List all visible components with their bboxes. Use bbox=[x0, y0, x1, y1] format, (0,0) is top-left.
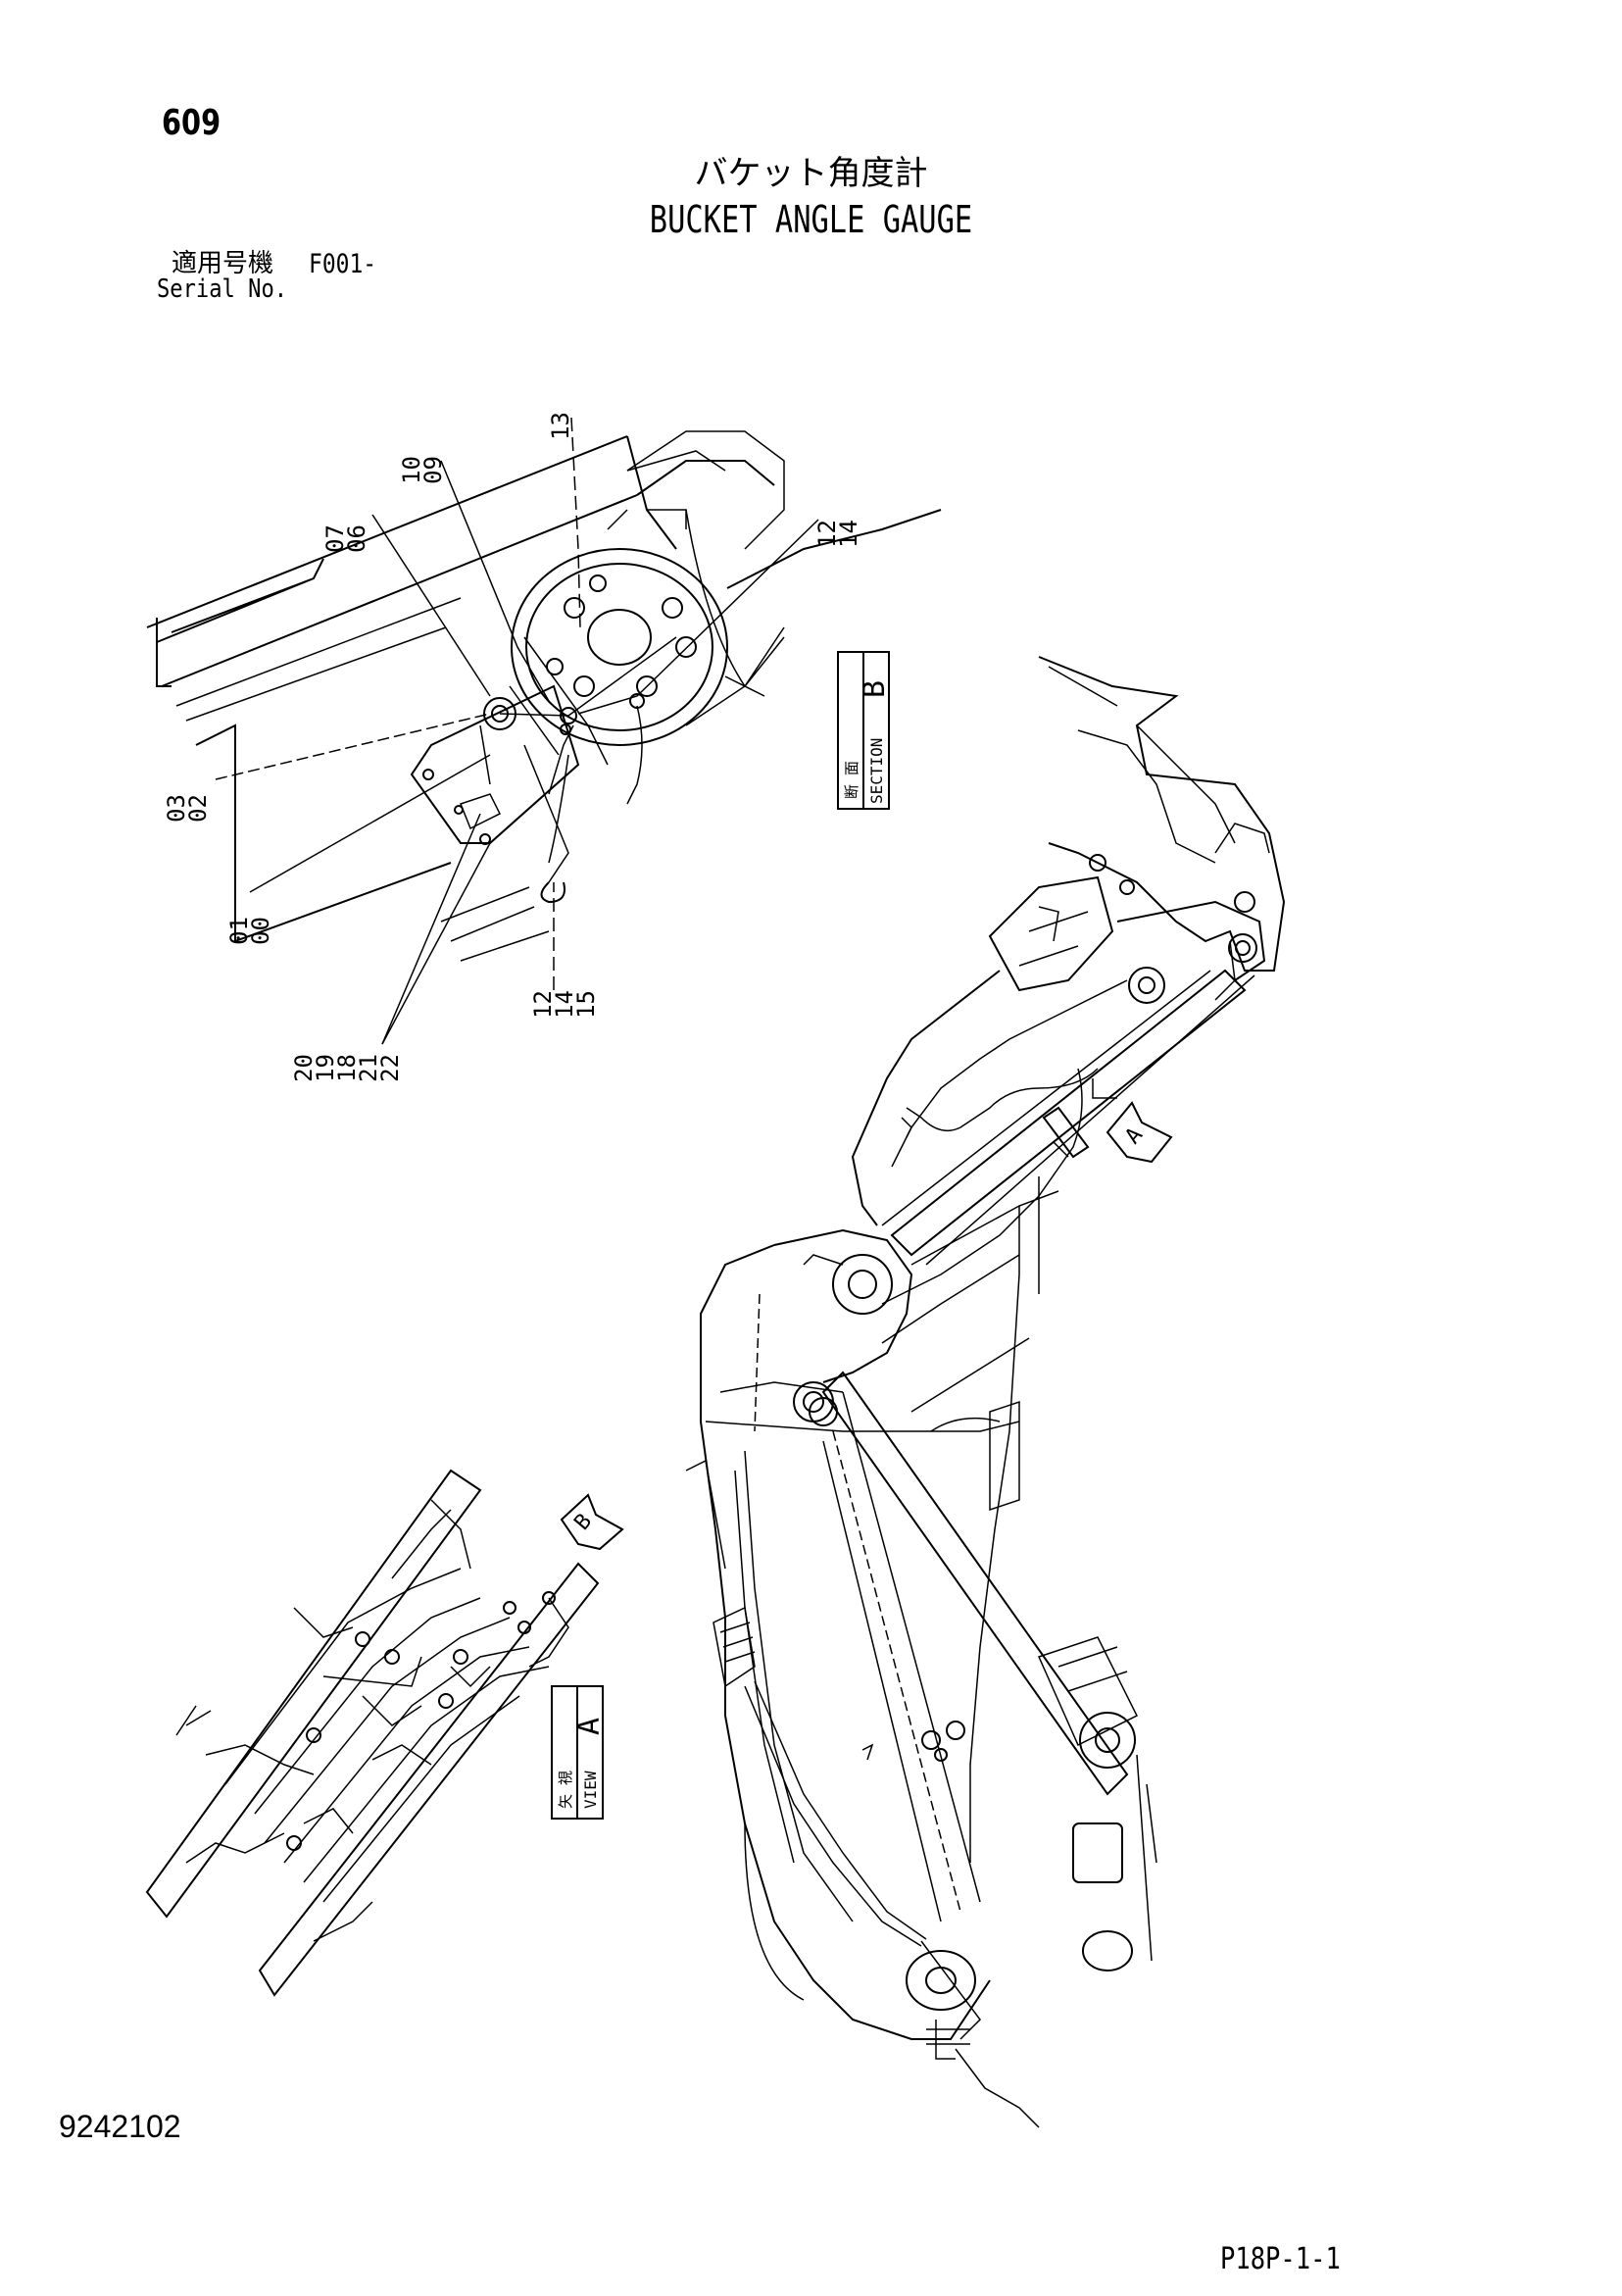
sheet-reference: P18P-1-1 bbox=[1220, 2242, 1341, 2276]
callout-03-02-02: 02 bbox=[184, 794, 212, 823]
serial-label-english: Serial No. bbox=[157, 275, 288, 304]
callout-20-22-22: 22 bbox=[376, 1054, 404, 1082]
boom-arm-assembly bbox=[685, 656, 1286, 2128]
section-b-detail bbox=[146, 417, 942, 1045]
callout-10-09-09: 09 bbox=[419, 456, 447, 484]
section-jp-text: 断 面 bbox=[843, 761, 860, 799]
title-english: BUCKET ANGLE GAUGE bbox=[649, 198, 973, 241]
callout-12-14-top-14: 14 bbox=[835, 520, 862, 548]
section-b-box-text: 断 面 SECTION B bbox=[843, 680, 892, 804]
view-a-label-box bbox=[551, 1685, 604, 1820]
callout-12-14-top-12: 12 bbox=[813, 520, 841, 548]
callout-10-09-10: 10 bbox=[398, 456, 425, 484]
section-b-label-box bbox=[837, 651, 890, 810]
section-en-text: SECTION bbox=[867, 738, 886, 804]
view-letter: A bbox=[572, 1718, 607, 1735]
view-jp-text: 矢 視 bbox=[557, 1771, 574, 1809]
arrow-a-letter: A bbox=[1120, 1123, 1148, 1149]
callout-20-22-18: 18 bbox=[333, 1054, 361, 1082]
callout-20-22-21: 21 bbox=[355, 1054, 382, 1082]
callout-01-00-01: 01 bbox=[225, 917, 253, 945]
view-a-box-text: 矢 視 VIEW A bbox=[557, 1718, 607, 1809]
view-en-text: VIEW bbox=[581, 1771, 600, 1809]
callout-12-14-15-12: 12 bbox=[529, 990, 557, 1019]
callout-20-22-20: 20 bbox=[290, 1054, 318, 1082]
arrow-b-letter: B bbox=[569, 1510, 597, 1535]
view-a-detail bbox=[145, 1469, 624, 1997]
callout-07-06-07: 07 bbox=[321, 524, 349, 553]
callout-13-13: 13 bbox=[547, 412, 574, 440]
callout-12-14-15-15: 15 bbox=[572, 990, 600, 1019]
serial-number-value: F001- bbox=[309, 249, 377, 279]
callout-20-22-19: 19 bbox=[312, 1054, 339, 1082]
document-number: 9242102 bbox=[59, 2109, 181, 2144]
callout-01-00-00: 00 bbox=[247, 917, 274, 945]
callout-03-02-03: 03 bbox=[163, 794, 190, 823]
callout-07-06-06: 06 bbox=[343, 524, 370, 553]
section-letter: B bbox=[858, 680, 892, 698]
title-japanese: バケット角度計 bbox=[694, 154, 928, 193]
callout-12-14-15-14: 14 bbox=[551, 990, 578, 1019]
serial-label-japanese: 適用号機 bbox=[172, 249, 274, 278]
page-number: 609 bbox=[162, 103, 221, 143]
